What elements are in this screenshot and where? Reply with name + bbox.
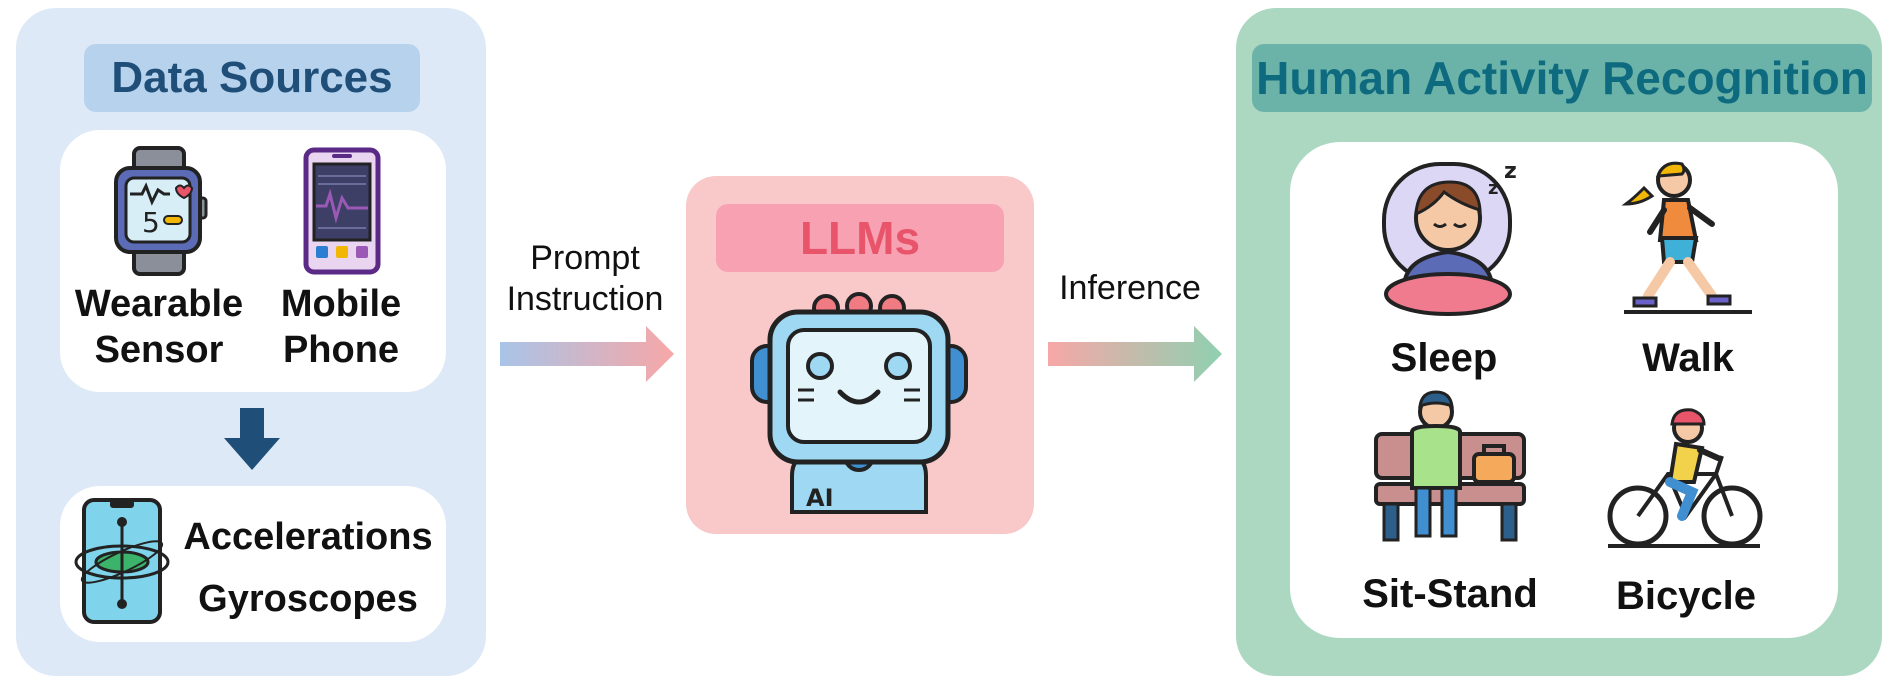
inference-text: Inference <box>1059 269 1201 307</box>
activity-bicycle-label: Bicycle <box>1615 574 1757 618</box>
svg-text:z: z <box>1504 159 1517 184</box>
robot-badge-text: AI <box>806 484 834 512</box>
smartwatch-icon: 5 <box>114 146 208 276</box>
har-title-text: Human Activity Recognition <box>1256 52 1868 104</box>
down-arrow-icon <box>224 408 280 470</box>
llm-title: LLMs <box>716 204 1004 272</box>
inference-label: Inference <box>1040 268 1220 309</box>
accelerations-text: Accelerations <box>183 516 433 558</box>
robot-icon: AI <box>750 292 968 514</box>
sit-stand-icon <box>1374 390 1526 542</box>
prompt-text: Prompt <box>530 239 640 277</box>
mobile-line2: Phone <box>282 328 400 371</box>
mobile-phone-icon <box>303 147 381 275</box>
llm-title-text: LLMs <box>799 212 921 264</box>
svg-text:5: 5 <box>142 206 160 239</box>
har-title: Human Activity Recognition <box>1252 44 1872 112</box>
instruction-text: Instruction <box>506 279 664 318</box>
activities-card <box>1290 142 1838 638</box>
wearable-line1: Wearable <box>74 283 244 325</box>
bicycle-icon <box>1607 408 1763 548</box>
sleep-icon: z z <box>1382 159 1517 316</box>
activity-walk-label: Walk <box>1642 336 1734 380</box>
data-sources-title-text: Data Sources <box>111 53 393 102</box>
signals-label: Accelerations Gyroscopes <box>180 506 436 630</box>
gyroscopes-text: Gyroscopes <box>198 578 418 620</box>
svg-text:z: z <box>1488 178 1498 199</box>
prompt-instruction-label: Prompt Instruction <box>490 238 680 320</box>
inference-arrow <box>1048 326 1222 382</box>
prompt-arrow <box>500 326 674 382</box>
walk-icon <box>1621 161 1752 314</box>
activity-sleep-label: Sleep <box>1390 336 1498 380</box>
gyroscope-phone-icon <box>74 498 170 624</box>
mobile-line1: Mobile <box>280 283 402 325</box>
mobile-phone-label: Mobile Phone <box>262 282 420 373</box>
wearable-sensor-label: Wearable Sensor <box>62 282 256 373</box>
data-sources-title: Data Sources <box>84 44 420 112</box>
activity-sit-stand-label: Sit-Stand <box>1362 572 1538 616</box>
wearable-line2: Sensor <box>94 328 224 371</box>
